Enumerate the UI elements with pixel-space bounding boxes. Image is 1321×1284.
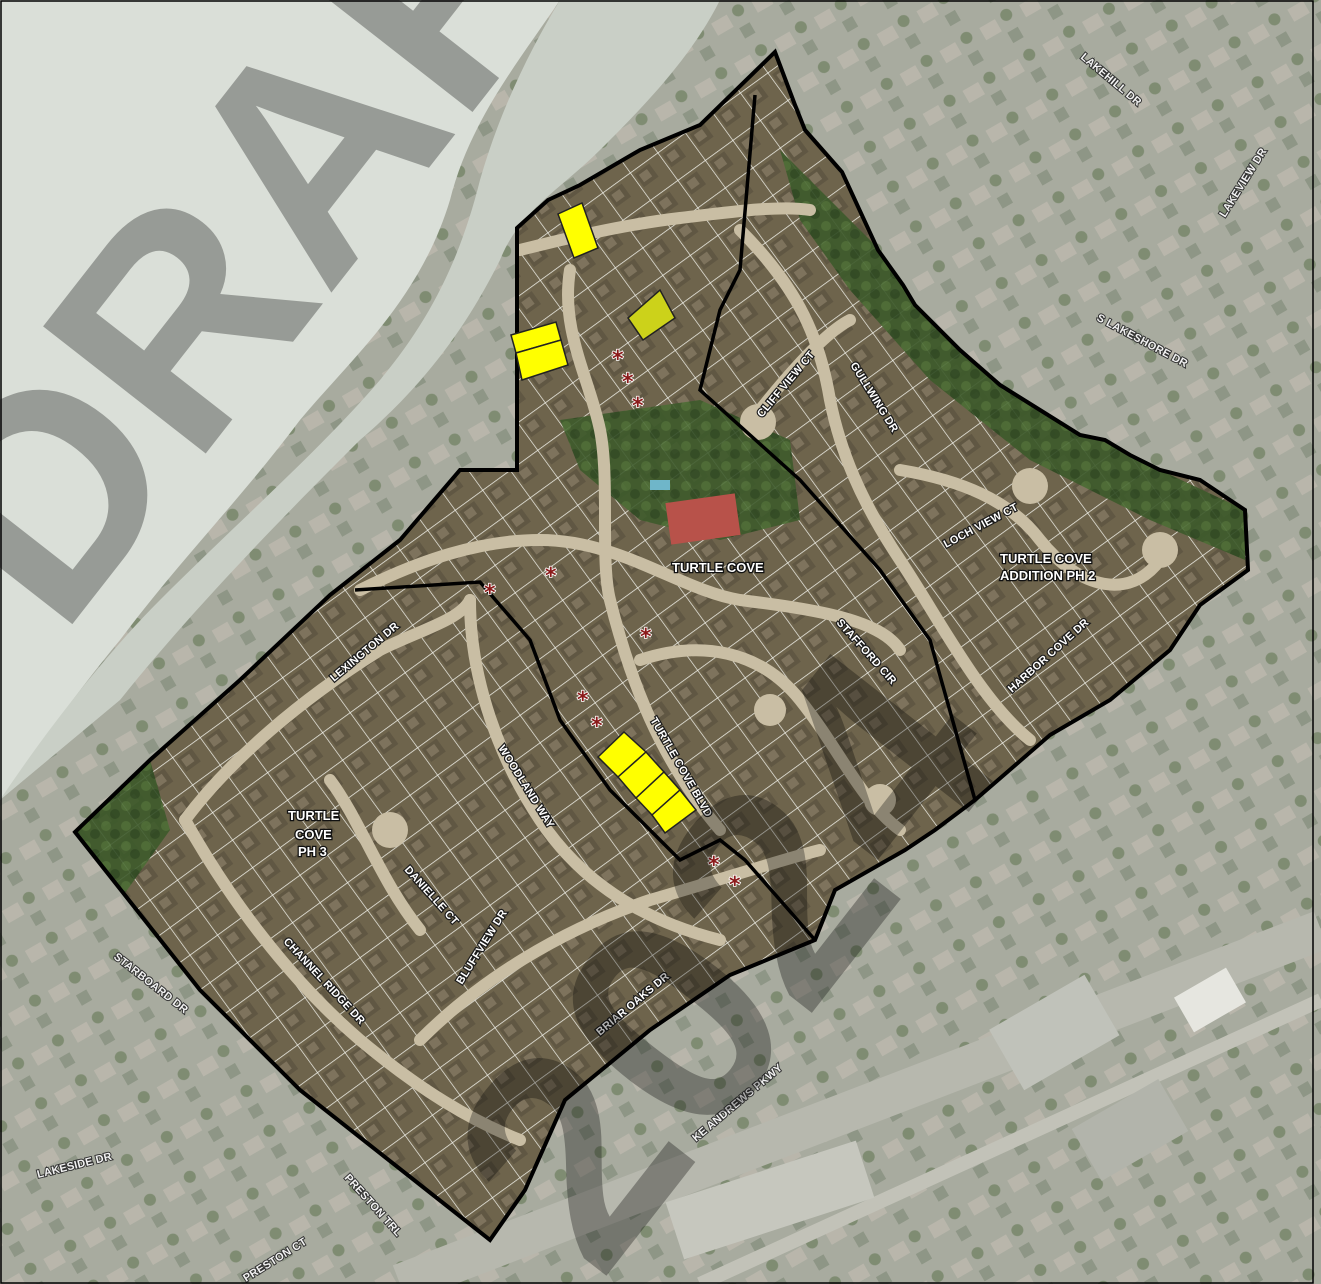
- subdivision-label-ph3-line1: TURTLE: [288, 808, 340, 823]
- parkway-road: [392, 911, 1321, 1284]
- asterisk-marker[interactable]: *: [611, 346, 625, 373]
- highlighted-parcel[interactable]: [627, 288, 676, 342]
- asterisk-marker[interactable]: *: [544, 563, 558, 590]
- asterisk-marker[interactable]: *: [631, 393, 645, 420]
- subdivision-label-turtle-cove: TURTLE COVE: [672, 560, 764, 575]
- asterisk-marker[interactable]: *: [707, 852, 721, 879]
- commercial-building: [1071, 1079, 1189, 1181]
- subdivision-boundary: [72, 48, 1251, 1243]
- asterisk-marker[interactable]: *: [639, 624, 653, 651]
- rail-corridor: [697, 993, 1321, 1284]
- subdivision-label-ph3-line2: COVE: [295, 827, 332, 842]
- asterisk-marker[interactable]: *: [621, 369, 635, 396]
- commercial-building: [1174, 967, 1246, 1033]
- phase-boundary-ph3: [354, 580, 817, 942]
- highlighted-parcel[interactable]: [557, 201, 599, 259]
- subdivision-label-addition-ph2-line1: TURTLE COVE: [1000, 551, 1092, 566]
- commercial-building: [989, 974, 1120, 1091]
- asterisk-marker[interactable]: *: [728, 872, 742, 899]
- asterisk-marker[interactable]: *: [576, 687, 590, 714]
- parking-lot: [665, 1140, 875, 1260]
- lake-area: [0, 0, 560, 800]
- parcel-markers: * * * * * * * * * *: [483, 346, 742, 899]
- shoreline: [0, 0, 720, 800]
- asterisk-marker[interactable]: *: [483, 580, 497, 607]
- highlighted-parcel[interactable]: [515, 339, 569, 381]
- asterisk-marker[interactable]: *: [590, 713, 604, 740]
- phase-boundary-ph2: [698, 94, 977, 801]
- tennis-courts: [665, 493, 741, 545]
- subdivision-label-ph3-line3: PH 3: [298, 844, 327, 859]
- subdivision-label-addition-ph2-line2: ADDITION PH 2: [1000, 568, 1095, 583]
- highlighted-parcel[interactable]: [650, 788, 698, 835]
- highlighted-parcels[interactable]: [510, 201, 698, 835]
